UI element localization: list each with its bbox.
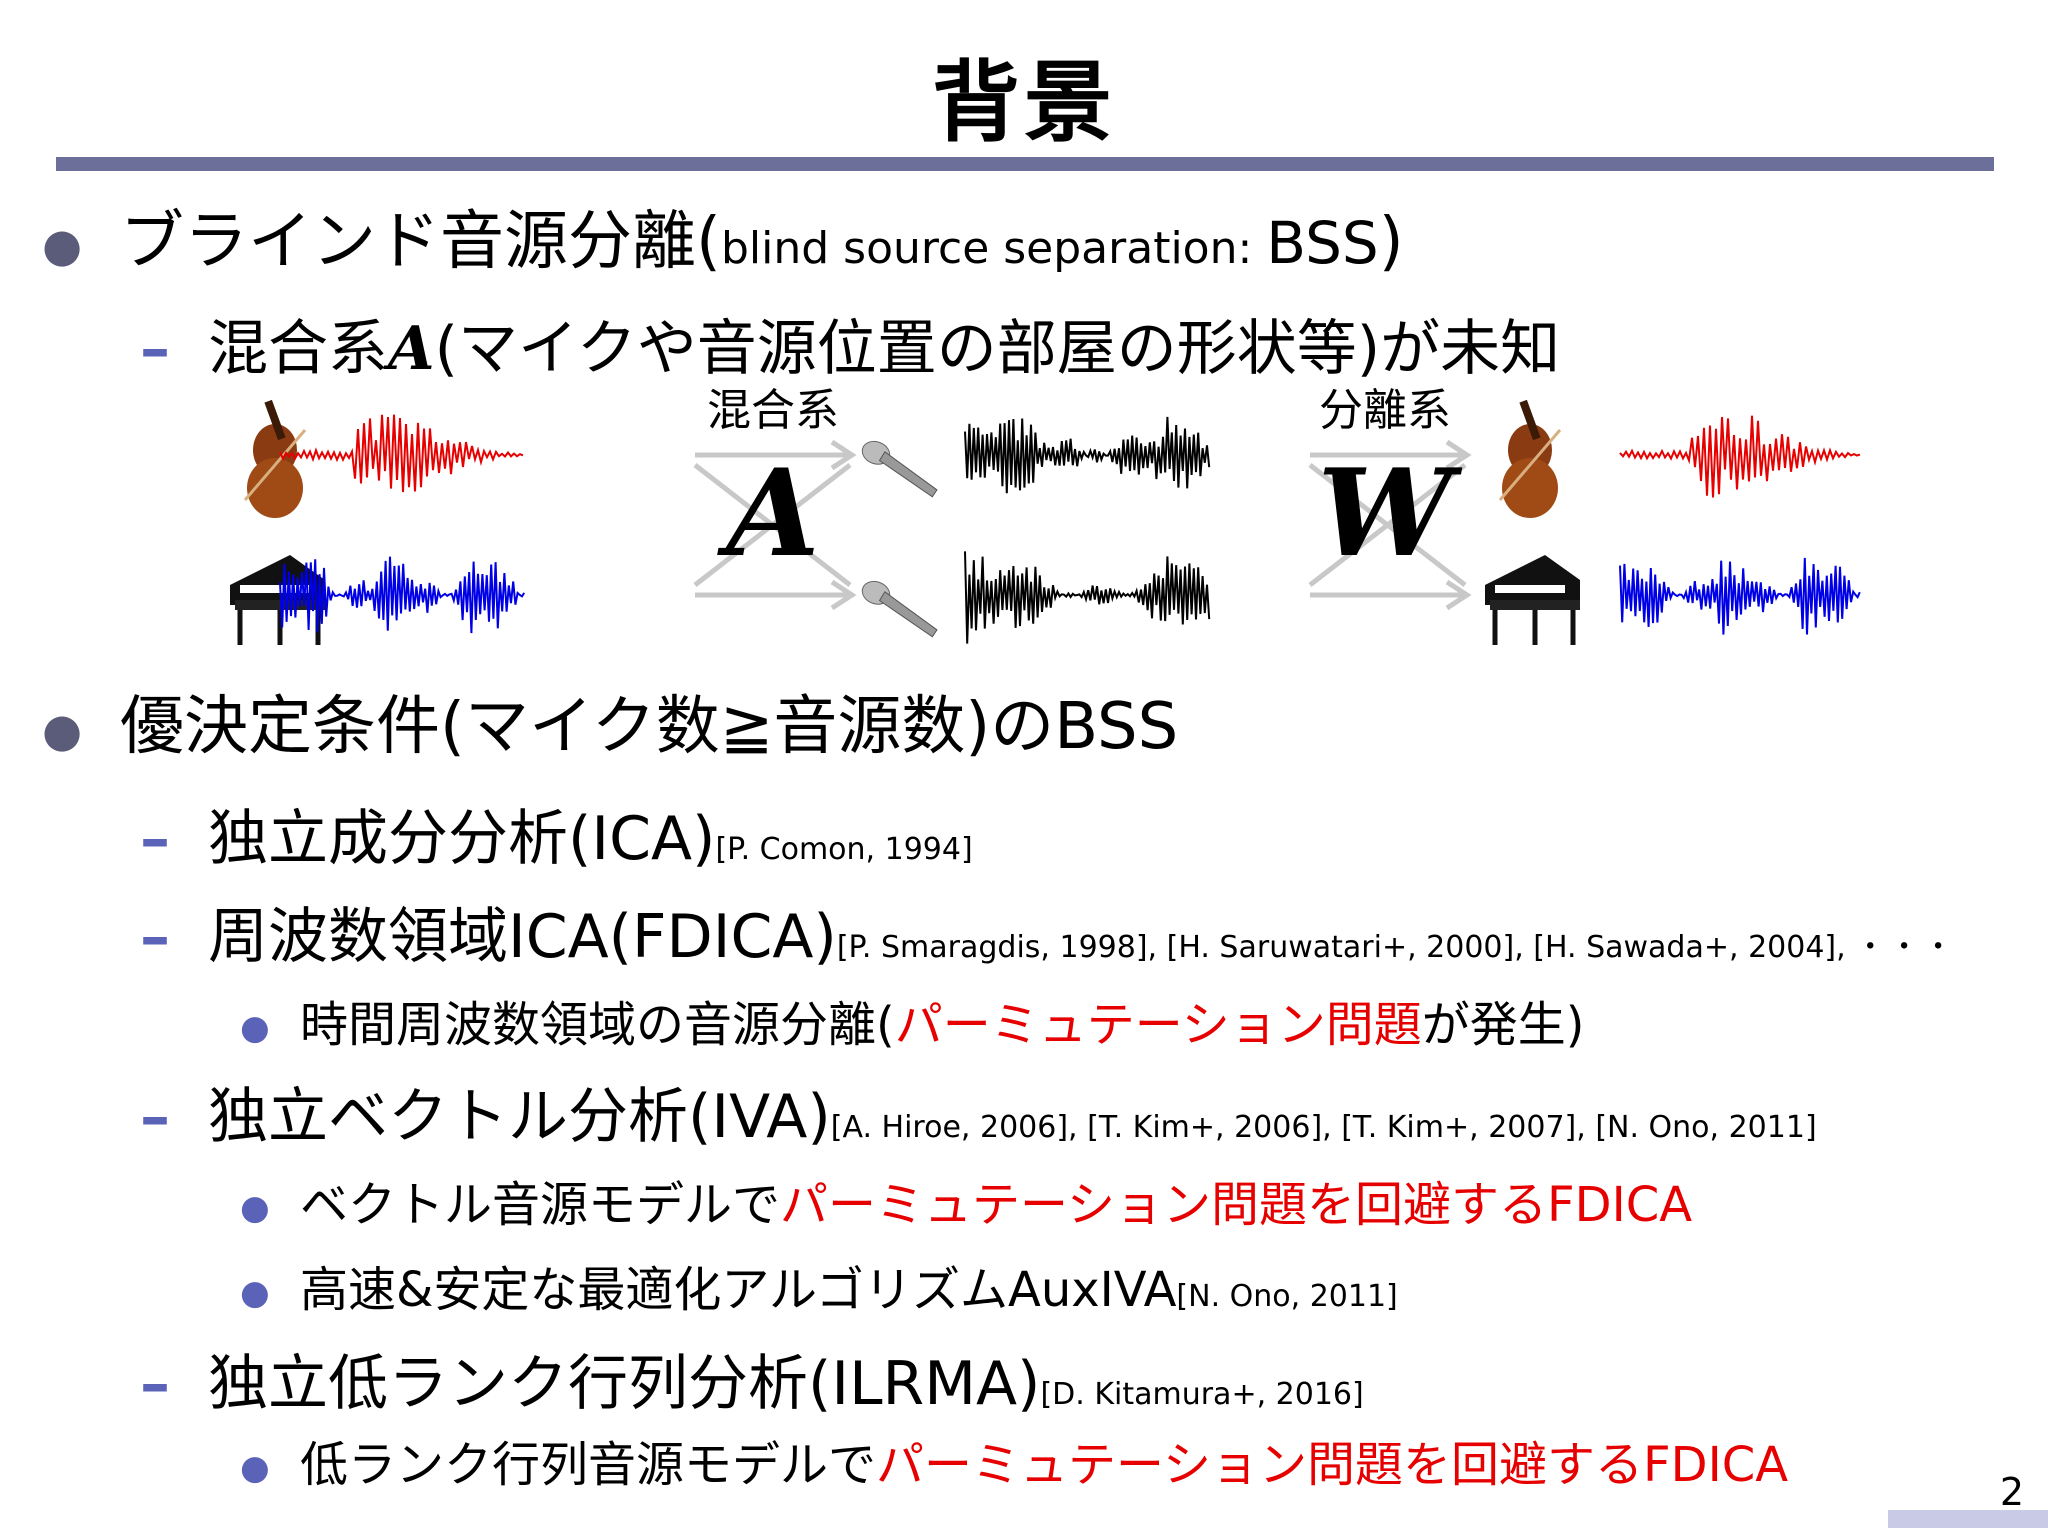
iva-sub1-pre: ベクトル音源モデルで	[300, 1177, 781, 1233]
auxiva-text: 高速&安定な最適化アルゴリズムAuxIVA	[300, 1262, 1177, 1318]
ilrma-subitem: ● 低ランク行列音源モデルでパーミュテーション問題を回避するFDICA	[240, 1425, 1788, 1495]
bullet-dot-icon: ●	[240, 1188, 270, 1228]
mixing-arrows	[693, 439, 857, 611]
bss-paren-close: )	[1378, 205, 1404, 279]
bss-diagram: 混合系 A 分離系 W	[220, 380, 2000, 670]
mixing-pre: 混合系	[208, 314, 388, 384]
microphone-icon	[861, 440, 938, 498]
bullet-dot-icon: ●	[240, 1008, 270, 1048]
bullet-overdetermined: ● 優決定条件(マイク数≧音源数)のBSS	[30, 675, 1178, 767]
ilrma-sub-pre: 低ランク行列音源モデルで	[300, 1437, 877, 1493]
separated-waveform-2	[1619, 557, 1861, 635]
source1-waveform	[279, 414, 524, 493]
violin-icon	[1498, 399, 1562, 518]
ilrma-sub-highlight: パーミュテーション問題を回避するFDICA	[876, 1437, 1789, 1493]
bss-english-text: blind source separation:	[720, 223, 1267, 274]
mixed-waveform-1	[964, 416, 1211, 494]
iva-sub1-highlight: パーミュテーション問題を回避するFDICA	[780, 1177, 1693, 1233]
fdica-sub-pre: 時間周波数領域の音源分離(	[300, 997, 895, 1053]
separation-arrows	[1308, 439, 1472, 611]
iva-text: 独立ベクトル分析(IVA)	[208, 1082, 831, 1152]
iva-citation: [A. Hiroe, 2006], [T. Kim+, 2006], [T. K…	[830, 1110, 1817, 1145]
fdica-text: 周波数領域ICA(FDICA)	[208, 902, 837, 972]
sub-mixing-unknown: –混合系A(マイクや音源位置の部屋の形状等)が未知	[140, 300, 1560, 387]
separation-symbol-large: W	[1318, 443, 1463, 584]
item-ilrma: –独立低ランク行列分析(ILRMA)[D. Kitamura+, 2016]	[140, 1335, 1364, 1422]
mixing-label: 混合系	[707, 385, 839, 436]
mixing-symbol-large: A	[716, 443, 819, 584]
mixing-post: (マイクや音源位置の部屋の形状等)が未知	[434, 314, 1561, 384]
mixed-waveform-2	[964, 551, 1211, 644]
ilrma-citation: [D. Kitamura+, 2016]	[1040, 1377, 1364, 1412]
iva-subitem-2: ● 高速&安定な最適化アルゴリズムAuxIVA[N. Ono, 2011]	[240, 1250, 1398, 1320]
piano-icon	[1485, 555, 1580, 645]
separated-waveform-1	[1619, 415, 1861, 498]
item-iva: –独立ベクトル分析(IVA)[A. Hiroe, 2006], [T. Kim+…	[140, 1068, 1817, 1155]
item-ica: –独立成分分析(ICA)[P. Comon, 1994]	[140, 790, 973, 877]
fdica-citation: [P. Smaragdis, 1998], [H. Saruwatari+, 2…	[836, 930, 1856, 965]
fdica-subitem: ● 時間周波数領域の音源分離(パーミュテーション問題が発生)	[240, 985, 1585, 1055]
bss-abbrev: BSS	[1266, 209, 1379, 277]
dash-icon: –	[140, 314, 170, 384]
fdica-ellipsis: ・・・	[1855, 930, 1958, 965]
fdica-sub-highlight: パーミュテーション問題	[894, 997, 1422, 1053]
slide-title: 背景	[931, 51, 1116, 154]
microphone-icon	[861, 580, 938, 638]
overdetermined-text: 優決定条件(マイク数≧音源数)のBSS	[120, 690, 1179, 764]
bullet-dot-icon: ●	[42, 703, 83, 758]
item-fdica: –周波数領域ICA(FDICA)[P. Smaragdis, 1998], [H…	[140, 888, 1957, 975]
bss-main-text: ブラインド音源分離	[120, 205, 696, 279]
dash-icon: –	[140, 1349, 170, 1419]
source2-waveform	[279, 556, 526, 634]
footer-bar	[1888, 1510, 2048, 1528]
bullet-dot-icon: ●	[42, 218, 83, 273]
iva-subitem-1: ● ベクトル音源モデルでパーミュテーション問題を回避するFDICA	[240, 1165, 1692, 1235]
bullet-dot-icon: ●	[240, 1448, 270, 1488]
bullet-bss: ● ブラインド音源分離(blind source separation: BSS)	[30, 190, 1404, 282]
ilrma-text: 独立低ランク行列分析(ILRMA)	[208, 1349, 1041, 1419]
ica-citation: [P. Comon, 1994]	[715, 832, 973, 867]
page-number: 2	[1999, 1470, 2024, 1514]
dash-icon: –	[140, 1082, 170, 1152]
mixing-symbol: A	[388, 314, 435, 384]
dash-icon: –	[140, 902, 170, 972]
separation-label: 分離系	[1319, 385, 1451, 436]
fdica-sub-post: が発生)	[1421, 997, 1585, 1053]
title-divider	[56, 157, 1994, 171]
auxiva-citation: [N. Ono, 2011]	[1176, 1279, 1398, 1314]
ica-text: 独立成分分析(ICA)	[208, 804, 716, 874]
bullet-dot-icon: ●	[240, 1273, 270, 1313]
bss-paren-open: (	[696, 205, 721, 279]
violin-icon	[243, 399, 307, 518]
dash-icon: –	[140, 804, 170, 874]
